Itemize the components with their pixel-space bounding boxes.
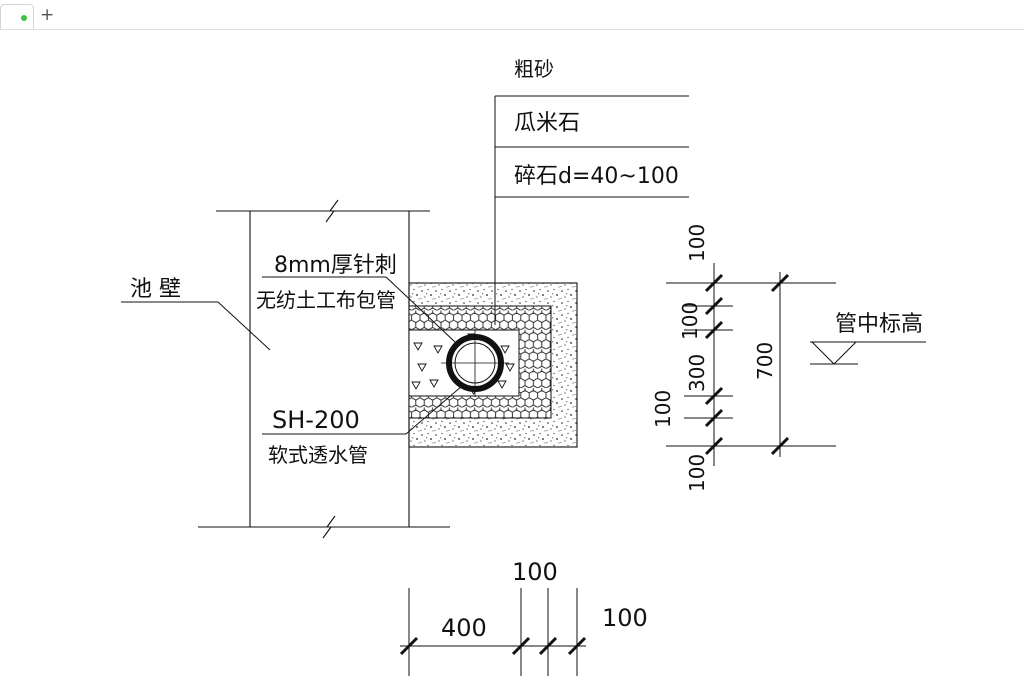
dim-h-100a: 100: [512, 558, 558, 586]
tab-bar: +: [0, 0, 1024, 30]
dim-h-400: 400: [441, 614, 487, 642]
label-gravel: 碎石d=40~100: [514, 164, 679, 189]
dim-v-top: 100: [685, 224, 709, 262]
dim-v-bottom: 100: [685, 454, 709, 492]
new-tab-button[interactable]: +: [40, 5, 55, 25]
pool-wall: [198, 199, 450, 539]
label-pipe-model: SH-200: [272, 406, 360, 434]
dim-v-100a: 100: [678, 302, 702, 340]
label-coarse-sand: 粗砂: [514, 57, 554, 81]
layer-legend: [494, 95, 689, 325]
label-pool-wall: 池 壁: [130, 277, 181, 302]
vertical-dimensions: [666, 263, 836, 466]
elevation-marker: [810, 341, 926, 365]
tab-drawing[interactable]: [0, 4, 34, 29]
label-melon-rice-stone: 瓜米石: [514, 111, 580, 136]
dim-v-300: 300: [685, 354, 709, 392]
drain-pipe: [441, 329, 509, 397]
dim-h-100b: 100: [602, 604, 648, 632]
pipe-leader: [262, 385, 463, 435]
horizontal-dimensions: [399, 588, 587, 676]
label-geotextile-line2: 无纺土工布包管: [256, 288, 396, 312]
label-pipe-center-elevation: 管中标高: [835, 312, 923, 337]
dim-v-total: 700: [753, 342, 777, 380]
status-dot-icon: [21, 15, 27, 21]
label-pipe-name: 软式透水管: [268, 443, 368, 467]
label-geotextile-line1: 8mm厚针刺: [274, 253, 397, 278]
pool-wall-leader: [121, 301, 271, 351]
trench-section: [408, 282, 578, 448]
section-drawing: 粗砂 瓜米石 碎石d=40~100 池 壁 8mm厚针刺 无纺土工布包管 SH-…: [121, 57, 926, 676]
dim-v-100b: 100: [651, 390, 675, 428]
geotextile-leader: [262, 276, 456, 343]
